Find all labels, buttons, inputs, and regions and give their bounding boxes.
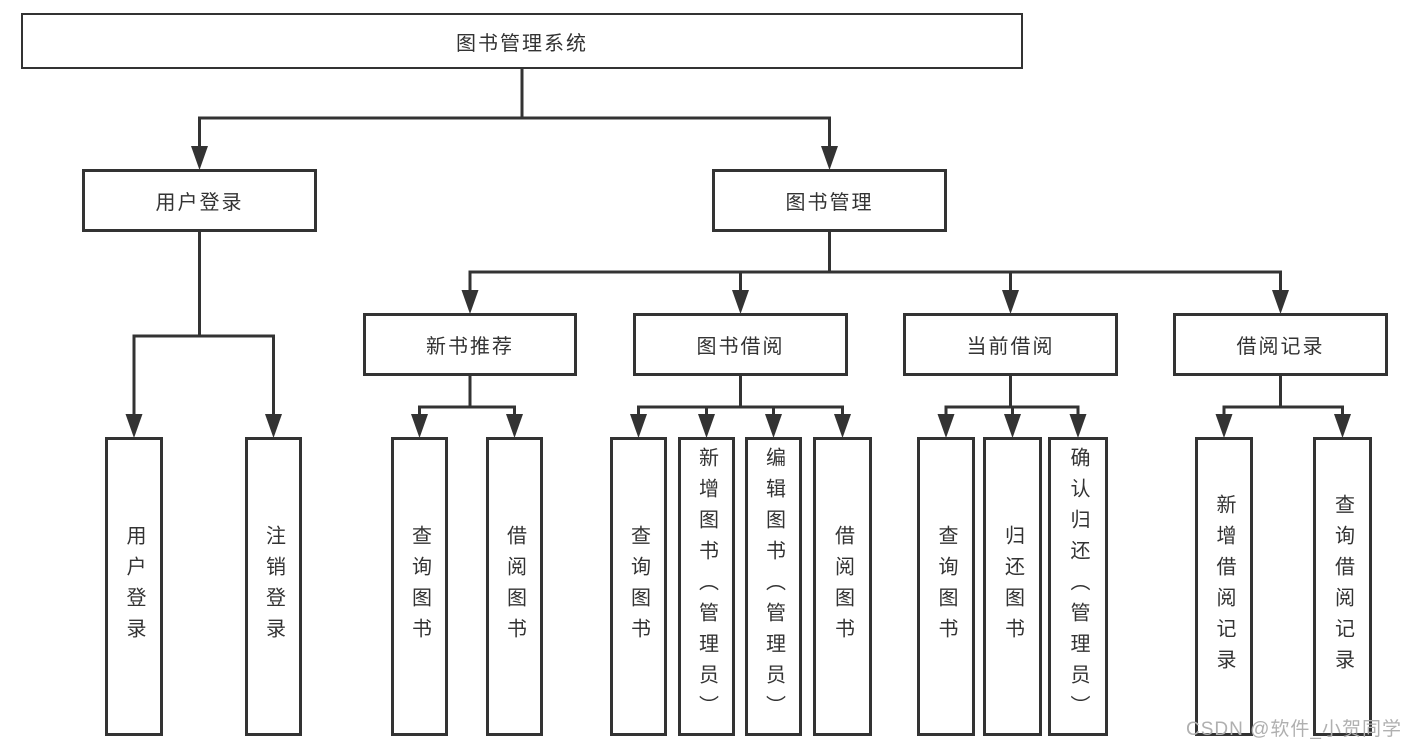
node-borrow-records: 借阅记录 [1173,313,1388,376]
node-label: 查询借阅记录 [1331,493,1354,680]
node-label: 注销登录 [262,524,285,649]
arrowhead-icon [1069,414,1087,438]
node-label: 借阅记录 [1236,336,1325,358]
arrowhead-icon [265,414,282,438]
node-book-borrow: 图书借阅 [633,313,848,376]
node-label: 新增图书（管理员） [695,447,718,726]
node-label: 当前借阅 [966,336,1055,358]
arrowhead-icon [461,290,479,314]
arrowhead-icon [1272,290,1289,314]
node-label: 用户登录 [123,524,145,649]
node-label: 图书管理 [785,192,874,214]
arrowhead-icon [125,414,143,438]
node-book-mgmt: 图书管理 [712,169,947,232]
node-leaf-edit-book: 编辑图书（管理员） [745,437,802,736]
node-leaf-query-book-cur: 查询图书 [917,437,975,736]
arrowhead-icon [834,414,851,438]
arrowhead-icon [1002,290,1019,314]
node-leaf-query-book-b: 查询图书 [610,437,667,736]
node-label: 查询图书 [408,524,431,649]
node-label: 借阅图书 [503,524,526,649]
arrowhead-icon [698,414,715,438]
node-current-borrow: 当前借阅 [903,313,1118,376]
node-label: 用户登录 [155,192,244,214]
arrowhead-icon [191,146,208,170]
node-leaf-borrow-book-new: 借阅图书 [486,437,543,736]
node-leaf-user-login: 用户登录 [105,437,163,736]
node-leaf-query-record: 查询借阅记录 [1313,437,1372,736]
node-leaf-borrow-book-b: 借阅图书 [813,437,872,736]
arrowhead-icon [1215,414,1233,438]
node-label: 查询图书 [627,524,650,649]
arrowhead-icon [411,414,428,438]
node-root: 图书管理系统 [21,13,1023,69]
arrowhead-icon [630,414,647,438]
node-leaf-add-book: 新增图书（管理员） [678,437,735,736]
arrowhead-icon [765,414,782,438]
node-leaf-logout: 注销登录 [245,437,302,736]
node-leaf-confirm-return: 确认归还（管理员） [1048,437,1108,736]
node-leaf-query-book-new: 查询图书 [391,437,448,736]
node-leaf-add-record: 新增借阅记录 [1195,437,1253,736]
node-label: 图书借阅 [696,336,785,358]
node-label: 编辑图书（管理员） [762,447,785,726]
arrowhead-icon [937,414,955,438]
watermark-text: CSDN @软件_小贺同学 [1186,719,1402,740]
node-label: 确认归还（管理员） [1067,447,1089,726]
node-label: 借阅图书 [831,524,854,649]
node-label: 图书管理系统 [456,32,588,55]
node-new-book-rec: 新书推荐 [363,313,577,376]
node-leaf-return-book: 归还图书 [983,437,1042,736]
arrowhead-icon [821,146,838,170]
arrowhead-icon [1334,414,1351,438]
arrowhead-icon [1004,414,1021,438]
node-label: 归还图书 [1001,524,1024,649]
node-user-login: 用户登录 [82,169,317,232]
node-label: 查询图书 [935,524,957,649]
node-label: 新书推荐 [426,336,514,358]
arrowhead-icon [506,414,523,438]
node-label: 新增借阅记录 [1213,493,1235,680]
arrowhead-icon [732,290,749,314]
